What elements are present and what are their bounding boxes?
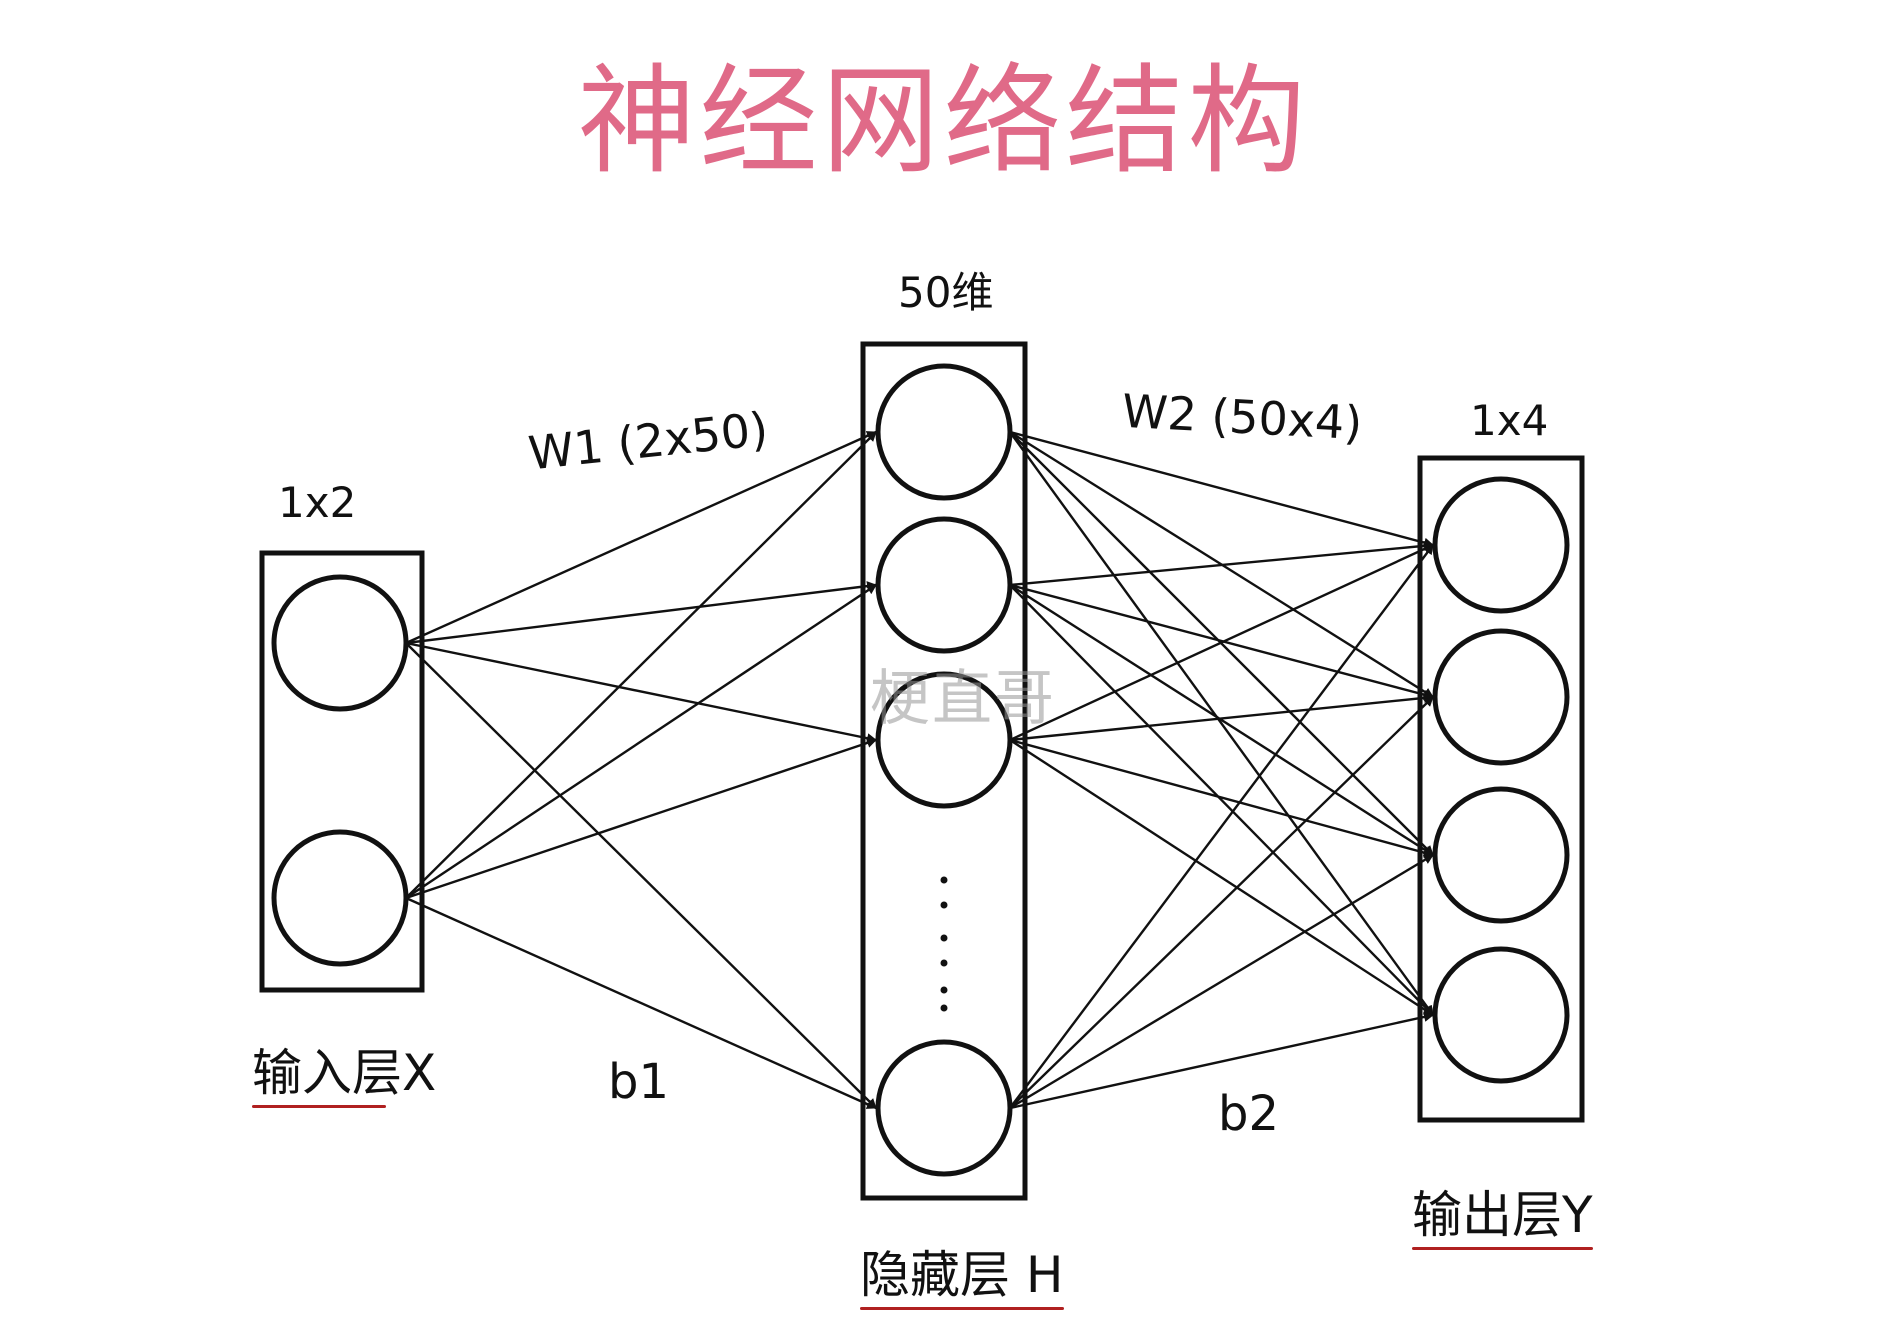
w2-edge xyxy=(1009,431,1434,1016)
hidden-layer-label: 隐藏层 H xyxy=(860,1250,1064,1310)
hidden-neuron xyxy=(875,671,1013,809)
b1-label: b1 xyxy=(608,1054,670,1110)
input-layer-label-text: 输入层X xyxy=(252,1044,437,1102)
output-neuron xyxy=(1432,786,1570,924)
w1-edge xyxy=(405,581,877,645)
input-layer-box xyxy=(259,550,425,993)
input-layer-label: 输入层X xyxy=(252,1048,436,1108)
w1-edge xyxy=(405,896,877,1110)
ellipsis-dot xyxy=(940,934,948,942)
hidden-layer-label-text: 隐藏层 H xyxy=(860,1246,1064,1304)
w2-edge xyxy=(1009,853,1434,1110)
w2-edge xyxy=(1009,583,1434,857)
input-dim-label: 1x2 xyxy=(278,478,357,527)
hidden-neuron xyxy=(875,1039,1013,1177)
b2-label: b2 xyxy=(1218,1086,1280,1142)
w2-edge xyxy=(1009,696,1434,1109)
hidden-layer-underline xyxy=(860,1307,1064,1310)
output-layer-label-text: 输出层Y xyxy=(1412,1186,1593,1244)
w1-edge xyxy=(405,430,877,645)
w2-edge xyxy=(1009,430,1434,548)
ellipsis-dot xyxy=(940,1004,948,1012)
w2-edge xyxy=(1009,584,1434,1016)
output-layer-box xyxy=(1417,455,1585,1123)
ellipsis-dot xyxy=(940,959,948,967)
w2-edge xyxy=(1009,583,1434,700)
output-layer-label: 输出层Y xyxy=(1412,1190,1593,1250)
w2-edge xyxy=(1009,738,1434,858)
w2-edge xyxy=(1009,692,1434,742)
w1-edge xyxy=(405,584,877,899)
ellipsis-dot xyxy=(940,986,948,994)
w2-edge xyxy=(1009,1012,1434,1110)
w1-edge xyxy=(405,431,877,899)
w2-edge xyxy=(1009,540,1434,587)
input-neuron xyxy=(271,829,409,967)
w2-edge xyxy=(1009,544,1434,1109)
w2-edge xyxy=(1009,543,1434,742)
w2-edge xyxy=(1009,738,1434,1017)
w1-edge xyxy=(405,738,877,900)
output-layer-underline xyxy=(1412,1247,1593,1250)
input-neuron xyxy=(271,574,409,712)
output-neuron xyxy=(1432,476,1570,614)
w2-label: W2 (50x4) xyxy=(1120,383,1364,451)
output-neuron xyxy=(1432,628,1570,766)
w1-edge xyxy=(405,641,877,744)
hidden-neuron xyxy=(875,363,1013,501)
ellipsis-dot xyxy=(940,876,948,884)
diagram-title: 神经网络结构 xyxy=(577,52,1310,190)
hidden-dim-label: 50维 xyxy=(898,268,994,317)
watermark-text: 梗直哥 xyxy=(870,664,1056,734)
input-layer-underline xyxy=(252,1105,387,1108)
hidden-layer-box xyxy=(860,341,1028,1201)
output-neuron xyxy=(1432,946,1570,1084)
w1-edge xyxy=(405,642,877,1109)
ellipsis-dot xyxy=(940,901,948,909)
hidden-neuron xyxy=(875,516,1013,654)
output-dim-label: 1x4 xyxy=(1470,396,1549,445)
